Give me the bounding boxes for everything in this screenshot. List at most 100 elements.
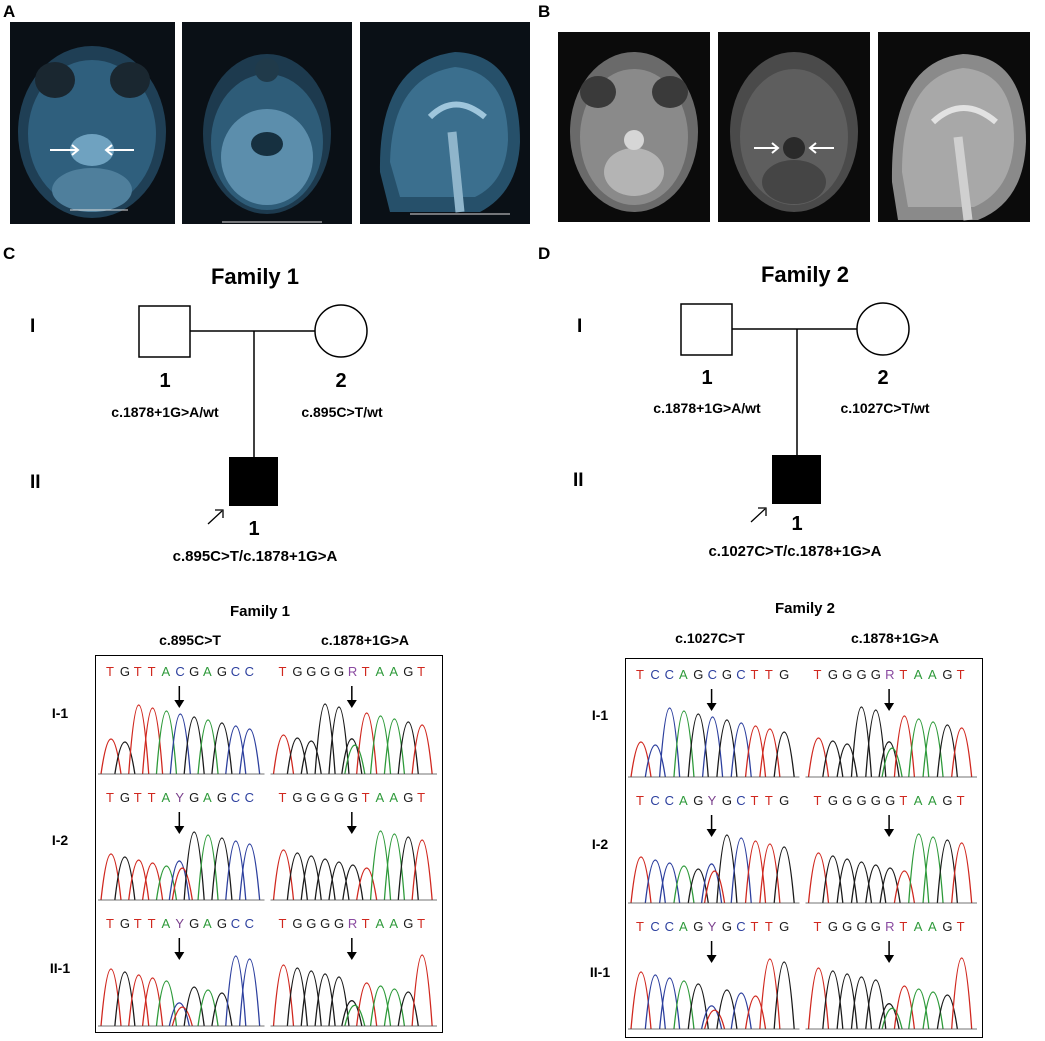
trace-peak-family-1-0-right-5 xyxy=(344,744,366,775)
trace-peak-family-1-1-right-1 xyxy=(286,852,309,901)
base-family-1-1-right-1: G xyxy=(292,790,302,805)
row-label-family-1-i-1: I-1 xyxy=(51,705,69,721)
trace-peak-family-1-1-right-0 xyxy=(272,849,295,901)
trace-peak-family-2-0-right-6 xyxy=(893,715,916,778)
trace-peak-family-1-2-left-4 xyxy=(155,980,178,1027)
trace-peak-family-1-0-right-0 xyxy=(272,734,295,775)
trace-peak-family-1-0-left-0 xyxy=(100,738,122,775)
trace-peak-family-2-1-left-6 xyxy=(716,834,738,904)
trace-peak-family-1-2-right-4 xyxy=(328,976,350,1027)
base-family-1-1-right-10: T xyxy=(417,790,425,805)
base-family-1-1-left-2: T xyxy=(134,790,142,805)
base-family-2-1-right-5: G xyxy=(885,793,895,808)
trace-peak-family-1-0-left-10 xyxy=(238,728,261,775)
mri-axial-image-a2 xyxy=(182,22,352,224)
base-family-1-1-left-5: Y xyxy=(175,790,184,805)
base-family-2-1-left-7: C xyxy=(736,793,745,808)
trace-peak-family-2-0-right-10 xyxy=(951,727,973,778)
base-family-2-1-left-5: Y xyxy=(708,793,717,808)
base-family-2-0-right-1: G xyxy=(828,667,838,682)
base-family-2-2-right-3: G xyxy=(856,919,866,934)
trace-peak-family-1-0-right-3 xyxy=(314,703,336,775)
base-family-2-1-left-2: C xyxy=(665,793,674,808)
base-family-1-2-right-5: R xyxy=(348,916,357,931)
proband-genotype-family-1: c.895C>T/c.1878+1G>A xyxy=(172,548,338,565)
base-family-1-2-left-10: C xyxy=(245,916,254,931)
trace-peak-family-2-2-right-4 xyxy=(865,979,887,1030)
base-family-2-2-left-5: Y xyxy=(708,919,717,934)
trace-peak-family-1-1-right-4 xyxy=(328,861,350,901)
variant-arrow-family-2-0-right xyxy=(884,689,895,711)
base-family-2-0-left-1: C xyxy=(650,667,659,682)
variant-arrow-family-1-0-left xyxy=(174,686,185,708)
base-family-1-0-left-0: T xyxy=(106,664,114,679)
trace-peak-family-1-2-left-1 xyxy=(114,971,136,1027)
base-family-2-0-right-10: T xyxy=(957,667,965,682)
base-family-1-2-right-2: G xyxy=(306,916,316,931)
panel-label-d: D xyxy=(538,244,551,263)
base-family-2-2-right-1: G xyxy=(828,919,838,934)
trace-peak-family-1-0-right-8 xyxy=(383,718,406,775)
trace-peak-family-1-2-right-8 xyxy=(383,988,406,1027)
base-family-2-1-left-4: G xyxy=(693,793,703,808)
variant-arrow-family-1-1-left xyxy=(174,812,185,834)
pedigree-lines xyxy=(138,302,910,525)
trace-peak-family-2-2-left-5 xyxy=(703,1009,726,1030)
base-family-2-0-right-3: G xyxy=(856,667,866,682)
base-family-1-2-left-7: A xyxy=(203,916,212,931)
trace-peak-family-2-0-left-9 xyxy=(759,728,781,778)
trace-peak-family-2-2-right-3 xyxy=(850,976,873,1030)
variant-arrow-family-2-1-left xyxy=(706,815,717,837)
mutation-header-left-family-2: c.1027C>T xyxy=(675,630,745,646)
base-family-2-0-left-5: C xyxy=(708,667,717,682)
trace-peak-family-2-0-left-0 xyxy=(630,741,652,778)
trace-peak-family-1-0-left-1 xyxy=(114,741,136,775)
trace-peak-family-2-2-left-0 xyxy=(630,971,652,1030)
base-family-1-2-right-1: G xyxy=(292,916,302,931)
generation-label-i-family-2: I xyxy=(577,316,583,337)
trace-peak-family-2-2-left-2 xyxy=(658,977,681,1030)
proband-genotype-family-2: c.1027C>T/c.1878+1G>A xyxy=(708,543,882,560)
base-family-1-1-right-2: G xyxy=(306,790,316,805)
base-family-1-2-left-0: T xyxy=(106,916,114,931)
base-family-2-1-left-8: T xyxy=(751,793,759,808)
row-label-family-1-ii-1: II-1 xyxy=(49,960,71,976)
trace-peak-family-1-0-left-9 xyxy=(225,725,247,775)
base-family-1-2-right-3: G xyxy=(320,916,330,931)
trace-peak-family-1-2-right-5 xyxy=(341,1000,363,1027)
trace-peak-family-1-0-right-2 xyxy=(300,740,322,775)
base-family-1-0-left-7: A xyxy=(203,664,212,679)
trace-peak-family-2-2-right-6 xyxy=(893,985,916,1030)
trace-peak-family-2-0-left-7 xyxy=(730,722,752,778)
base-family-2-2-right-5: R xyxy=(885,919,894,934)
trace-peak-family-1-2-left-10 xyxy=(238,958,261,1027)
base-family-2-2-left-0: T xyxy=(636,919,644,934)
base-family-1-1-left-6: G xyxy=(189,790,199,805)
base-family-2-0-left-8: T xyxy=(751,667,759,682)
trace-peak-family-2-0-left-3 xyxy=(673,710,695,778)
base-family-2-2-left-7: C xyxy=(736,919,745,934)
trace-peak-family-1-0-left-3 xyxy=(141,707,164,775)
mother-genotype-family-2: c.1027C>T/wt xyxy=(840,400,930,416)
base-family-2-2-right-0: T xyxy=(814,919,822,934)
base-family-2-2-left-4: G xyxy=(693,919,703,934)
base-family-1-2-right-0: T xyxy=(279,916,287,931)
mother-symbol-family-2 xyxy=(856,302,910,356)
father-genotype-family-2: c.1878+1G>A/wt xyxy=(653,400,761,416)
trace-peak-family-2-1-right-7 xyxy=(908,833,930,904)
trace-peak-family-2-1-left-5 xyxy=(700,863,723,904)
base-family-1-1-right-4: G xyxy=(334,790,344,805)
base-family-1-0-right-1: G xyxy=(292,664,302,679)
trace-peak-family-2-0-right-1 xyxy=(822,740,844,778)
base-family-2-2-left-9: T xyxy=(765,919,773,934)
trace-peak-family-2-1-left-7 xyxy=(730,837,752,904)
base-family-2-1-right-6: T xyxy=(899,793,907,808)
trace-peak-family-1-1-right-10 xyxy=(411,839,433,901)
base-family-2-0-right-6: T xyxy=(899,667,907,682)
base-family-1-0-left-6: G xyxy=(189,664,199,679)
base-family-1-1-left-4: A xyxy=(161,790,170,805)
trace-peak-family-2-2-left-4 xyxy=(687,983,709,1030)
trace-peak-family-1-1-right-9 xyxy=(397,836,419,901)
